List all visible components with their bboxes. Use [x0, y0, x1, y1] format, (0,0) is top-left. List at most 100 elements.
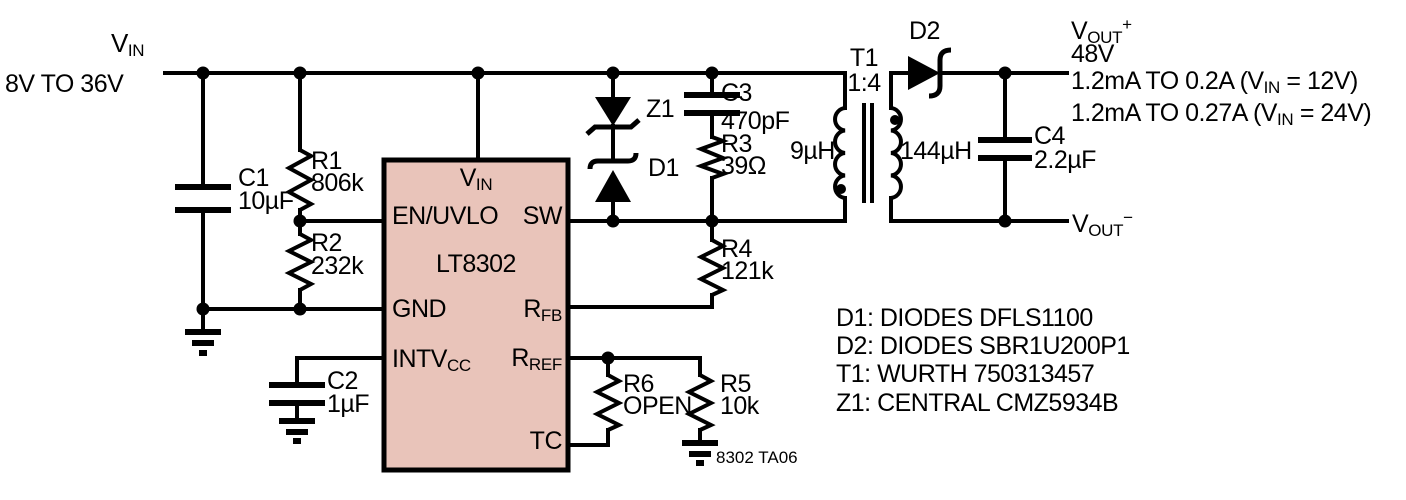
ground-symbols	[185, 329, 718, 466]
ic-pin-intvcc-sub: CC	[446, 356, 471, 375]
c3-ref-label: C3	[721, 79, 752, 107]
vout-minus-net-label: VOUT−	[1072, 209, 1133, 239]
ic-pin-sw-label: SW	[522, 202, 563, 230]
ic-pin-rref-label: RREF	[511, 344, 562, 374]
vout-voltage-label: 48V	[1071, 40, 1114, 68]
vout-plus-net-label: VOUT+	[1071, 16, 1132, 46]
ic-pin-rref-main: R	[511, 344, 529, 372]
z1-ref-label: Z1	[646, 95, 675, 123]
r1-value-label: 806k	[311, 169, 364, 197]
ic-pin-rfb-label: RFB	[523, 295, 562, 325]
ground-c1	[185, 329, 221, 356]
junction-dots	[196, 66, 1012, 365]
resistor-symbols	[284, 135, 729, 432]
t1-ratio-label: 1:4	[847, 69, 881, 97]
figure-id-label: 8302 TA06	[716, 448, 798, 467]
t1-transformer-symbol	[833, 103, 903, 203]
vin-net-sub: IN	[127, 41, 145, 60]
r4-symbol	[696, 238, 728, 297]
d2-diode-symbol	[908, 47, 952, 99]
c2-value-label: 1µF	[327, 390, 370, 418]
ic-pin-vin-main: V	[459, 164, 477, 192]
vout-plus-sub: OUT	[1087, 28, 1123, 47]
vin-net-label: VIN	[111, 28, 145, 60]
r2-symbol	[284, 232, 316, 292]
vout-minus-sign: −	[1123, 208, 1133, 227]
current1-post: = 12V)	[1279, 67, 1358, 95]
c1-value-label: 10µF	[238, 187, 294, 215]
ic-pin-vin-label: VIN	[384, 164, 568, 194]
d2-ref-label: D2	[909, 17, 940, 45]
r1-symbol	[284, 148, 316, 212]
r6-symbol	[592, 373, 624, 432]
c2-symbol	[269, 382, 325, 406]
current2-sub: IN	[1276, 110, 1294, 129]
ic-pin-rfb-main: R	[523, 295, 541, 323]
r4-ref-label: R4	[721, 235, 752, 263]
d1-diode-symbol	[587, 152, 639, 202]
ic-pin-intvcc-label: INTVCC	[392, 345, 471, 375]
t1-core	[862, 103, 874, 203]
ic-pin-vin-sub: IN	[475, 175, 493, 194]
d1-cathode-bar	[587, 152, 639, 170]
ic-part-number: LT8302	[436, 250, 516, 278]
r3-symbol	[695, 135, 729, 180]
r5-symbol	[684, 373, 716, 432]
d2-cathode-bar	[928, 47, 952, 99]
t1-ref-label: T1	[849, 44, 879, 72]
t1-primary-winding	[833, 106, 846, 200]
note-t1: T1: WURTH 750313457	[836, 360, 1095, 388]
c4-ref-label: C4	[1034, 122, 1065, 150]
z1-cathode-bar	[585, 118, 641, 136]
ground-c2	[279, 418, 315, 444]
t1-secondary-inductance-label: 144µH	[900, 137, 972, 165]
r5-value-label: 10k	[720, 392, 759, 420]
t1-secondary-winding	[890, 106, 903, 200]
ic-pin-tc-label: TC	[529, 427, 563, 455]
d1-ref-label: D1	[648, 154, 679, 182]
ic-pin-rfb-sub: FB	[540, 306, 562, 325]
r2-value-label: 232k	[311, 252, 364, 280]
vin-range-label: 8V TO 36V	[5, 70, 124, 98]
c4-symbol	[978, 137, 1032, 161]
c1-ref-label: C1	[238, 164, 269, 192]
ic-pin-intvcc-main: INTV	[392, 345, 447, 373]
capacitor-symbols	[175, 92, 1032, 406]
z1-zener-symbol	[585, 97, 641, 136]
vout-minus-main: V	[1072, 210, 1089, 238]
d1-triangle	[595, 170, 631, 202]
r5-ref-label: R5	[720, 370, 751, 398]
r6-ref-label: R6	[623, 370, 654, 398]
vin-net-main: V	[111, 28, 128, 58]
ic-pin-en-uvlo-label: EN/UVLO	[392, 202, 499, 230]
r3-ref-label: R3	[721, 130, 752, 158]
c2-ref-label: C2	[327, 367, 358, 395]
r1-ref-label: R1	[311, 147, 342, 175]
ic-pin-gnd-label: GND	[392, 295, 447, 323]
note-z1: Z1: CENTRAL CMZ5934B	[836, 389, 1119, 417]
r4-value-label: 121k	[721, 257, 774, 285]
c1-symbol	[175, 184, 231, 213]
c3-symbol	[684, 92, 740, 116]
r6-value-label: OPEN	[623, 392, 692, 420]
c4-value-label: 2.2µF	[1034, 146, 1096, 174]
z1-triangle	[595, 97, 631, 126]
d2-triangle	[908, 56, 940, 90]
note-d2: D2: DIODES SBR1U200P1	[836, 332, 1130, 360]
r3-value-label: 39Ω	[721, 152, 767, 180]
vout-current-24v-label: 1.2mA TO 0.27A (VIN = 24V)	[1071, 99, 1372, 129]
vout-minus-sub: OUT	[1088, 221, 1124, 240]
r2-ref-label: R2	[311, 229, 342, 257]
vout-plus-main: V	[1071, 17, 1088, 45]
current2-post: = 24V)	[1293, 99, 1372, 127]
current1-sub: IN	[1263, 78, 1281, 97]
c3-value-label: 470pF	[721, 107, 790, 135]
note-d1: D1: DIODES DFLS1100	[836, 304, 1093, 332]
t1-primary-phase-dot	[836, 184, 846, 194]
ic-pin-rref-sub: REF	[528, 355, 562, 374]
current1-pre: 1.2mA TO 0.2A (V	[1071, 67, 1264, 95]
ic-lt8302-body	[381, 157, 571, 473]
t1-primary-inductance-label: 9µH	[790, 137, 835, 165]
